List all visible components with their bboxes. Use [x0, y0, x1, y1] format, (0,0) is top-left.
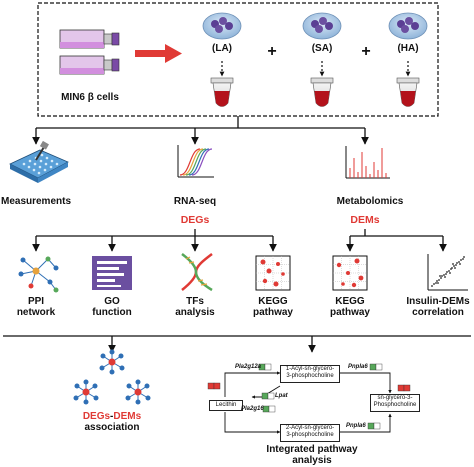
condition-la: (LA) — [212, 43, 232, 54]
condition-ha: (HA) — [397, 43, 419, 54]
node-2-acyl: 2-Acyl-sn-glycero-3-phosphocholine — [280, 424, 340, 442]
kegg-grid-icon-degs — [255, 255, 291, 291]
gene-pnpla6-bottom: Pnpla6 — [346, 423, 366, 429]
experiment-box — [37, 2, 439, 117]
cell-flask-icon — [59, 29, 120, 75]
rnaseq-curves-icon — [177, 145, 214, 178]
petri-dish-icon-ha — [388, 12, 428, 40]
gene-pnpla6-top: Pnpla6 — [348, 364, 368, 370]
petri-dish-icon-la — [202, 12, 242, 40]
association-title: DEGs-DEMs — [82, 411, 142, 422]
microplate-icon — [9, 140, 69, 183]
gene-pla2g16: Pla2g16 — [241, 406, 264, 412]
rnaseq-label: RNA-seq — [173, 196, 217, 207]
association-network-icon — [73, 349, 151, 405]
node-sn-glycero: sn-glycero-3-Phosphocholine — [370, 394, 420, 412]
sample-tube-icon-sa — [310, 77, 334, 107]
go-bars-icon — [92, 256, 132, 290]
cells-label: MIN6 β cells — [61, 92, 119, 103]
correlation-scatter-icon — [427, 254, 468, 291]
metabolomics-label: Metabolomics — [336, 196, 404, 207]
sample-tube-icon-ha — [396, 77, 420, 107]
treatment-arrow-icon — [135, 44, 182, 63]
measurements-label: Measurements — [0, 196, 72, 207]
ppi-network-icon — [18, 256, 59, 293]
sample-tube-icon-la — [210, 77, 234, 107]
dems-label: DEMs — [350, 214, 380, 226]
dna-helix-icon — [181, 253, 213, 292]
gene-pla2g12a: Pla2g12a — [235, 364, 262, 370]
pathway-diagram — [224, 371, 392, 434]
kegg-grid-icon-dems — [332, 255, 368, 291]
degs-label: DEGs — [180, 214, 210, 226]
plus-sign: + — [361, 43, 371, 60]
gene-lpat: Lpat — [275, 393, 288, 399]
plus-sign: + — [267, 43, 277, 60]
node-lecithin: Lecithin — [209, 400, 243, 411]
node-1-acyl: 1-Acyl-sn-glycero-3-phosphocholine — [280, 365, 340, 383]
expression-indicators — [207, 363, 411, 430]
mass-spectrum-icon — [345, 146, 390, 179]
association-label: association — [84, 422, 140, 433]
petri-dish-icon-sa — [302, 12, 342, 40]
condition-sa: (SA) — [311, 43, 333, 54]
